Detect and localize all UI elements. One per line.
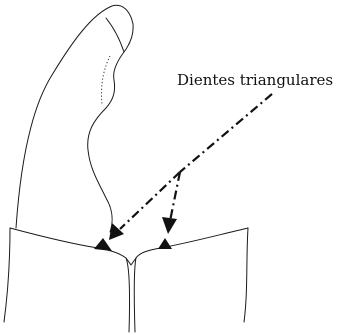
arrowhead-right <box>162 217 177 234</box>
leader-line-main <box>180 94 272 172</box>
lobe-dotted-contour <box>101 56 110 104</box>
triangular-tooth-right <box>158 238 172 249</box>
right-segment-edge <box>244 228 248 322</box>
lobe-inner-fold <box>106 18 124 52</box>
annotation-label: Dientes triangulares <box>177 71 333 89</box>
left-segment-outline <box>4 228 130 332</box>
leader-line-right <box>170 172 180 221</box>
triangular-tooth-left <box>94 238 112 251</box>
right-segment-outline <box>134 228 248 332</box>
upper-lobe-outline <box>16 5 133 232</box>
